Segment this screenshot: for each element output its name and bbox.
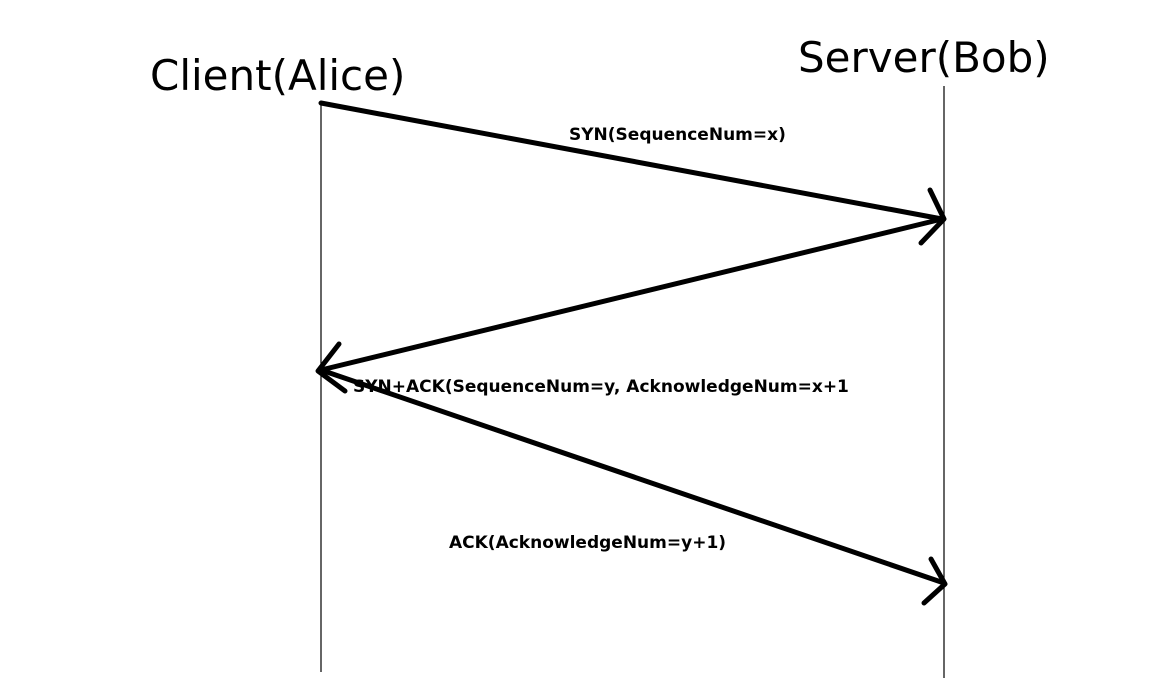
client-title: Client(Alice) xyxy=(150,51,405,100)
message-syn-ack: SYN+ACK(SequenceNum=y, AcknowledgeNum=x+… xyxy=(315,216,945,397)
syn-ack-label: SYN+ACK(SequenceNum=y, AcknowledgeNum=x+… xyxy=(353,377,849,397)
ack-arrow-head xyxy=(921,556,948,606)
syn-arrow-line xyxy=(318,100,945,222)
syn-label: SYN(SequenceNum=x) xyxy=(569,125,786,145)
syn-ack-arrow-line xyxy=(318,216,945,373)
ack-arrow-line xyxy=(318,367,947,586)
ack-label: ACK(AcknowledgeNum=y+1) xyxy=(449,533,726,553)
server-title: Server(Bob) xyxy=(798,33,1050,82)
message-ack: ACK(AcknowledgeNum=y+1) xyxy=(318,367,948,606)
syn-ack-arrow-head xyxy=(315,341,348,394)
message-syn: SYN(SequenceNum=x) xyxy=(318,100,947,246)
